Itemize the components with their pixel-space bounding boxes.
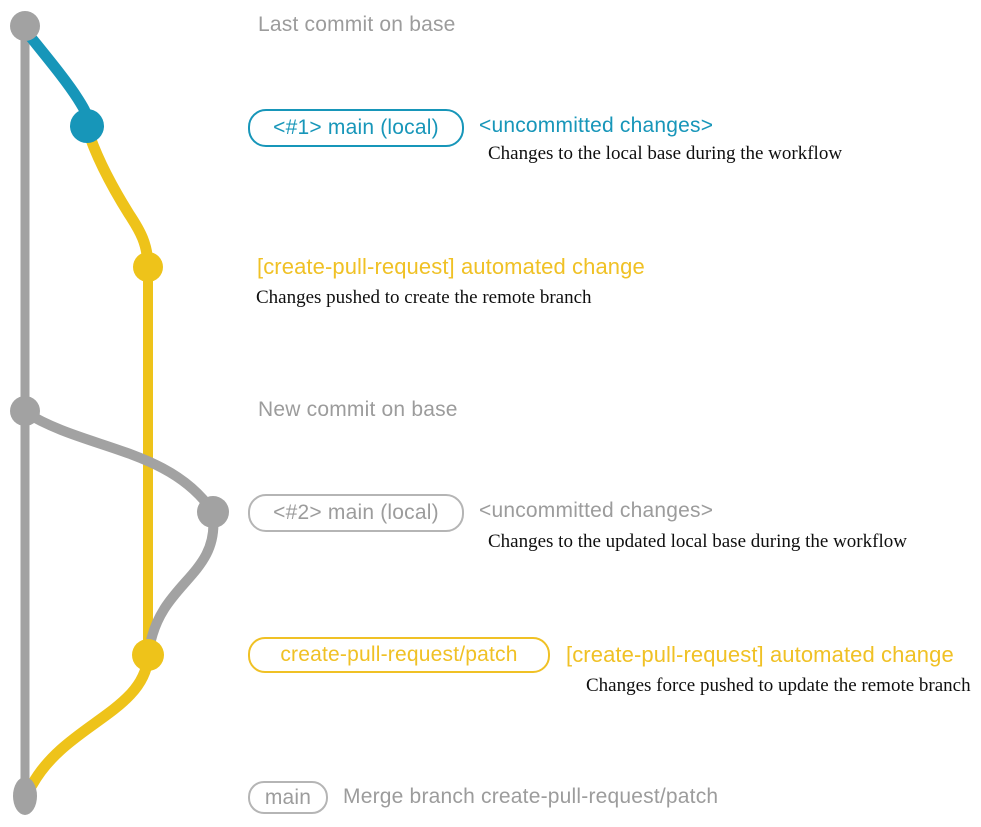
commit-dot-base-tip [10, 11, 40, 41]
git-graph [10, 11, 229, 815]
uncommitted-changes-description-1: Changes to the local base during the wor… [488, 143, 843, 164]
uncommitted-changes-title-1: <uncommitted changes> [479, 114, 714, 137]
commit-dot-local-1 [70, 109, 104, 143]
force-push-curve [145, 511, 219, 650]
branch-badge-main-local-1: <#1> main (local) [248, 109, 464, 147]
uncommitted-changes-title-2: <uncommitted changes> [479, 499, 714, 522]
merge-curve [26, 652, 154, 791]
branch-badge-main-local-1-label: <#1> main (local) [273, 116, 439, 139]
commit-dot-remote-2 [132, 639, 164, 671]
last-commit-label: Last commit on base [258, 13, 456, 36]
local-branch-curve-1 [19, 24, 93, 130]
uncommitted-changes-description-2: Changes to the updated local base during… [488, 531, 907, 552]
commit-dot-local-2 [197, 496, 229, 528]
new-commit-label: New commit on base [258, 398, 458, 421]
branch-badge-create-pull-request-patch-label: create-pull-request/patch [280, 643, 518, 666]
branch-badge-main-local-2-label: <#2> main (local) [273, 501, 439, 524]
merge-commit-message: Merge branch create-pull-request/patch [343, 785, 719, 808]
branch-badge-main: main [248, 781, 328, 814]
automated-change-title-1: [create-pull-request] automated change [257, 254, 645, 279]
commit-dot-merge [13, 777, 37, 815]
branch-badge-main-label: main [264, 785, 312, 809]
commit-dot-new-base [10, 396, 40, 426]
branch-badge-create-pull-request-patch: create-pull-request/patch [248, 637, 550, 673]
branch-badge-main-local-2: <#2> main (local) [248, 494, 464, 532]
automated-change-description-1: Changes pushed to create the remote bran… [256, 287, 592, 308]
automated-change-title-2: [create-pull-request] automated change [566, 642, 954, 667]
remote-branch-curve-1 [81, 122, 154, 270]
commit-dot-remote-1 [133, 252, 163, 282]
automated-change-description-2: Changes force pushed to update the remot… [586, 675, 971, 696]
rebase-curve [20, 407, 218, 517]
